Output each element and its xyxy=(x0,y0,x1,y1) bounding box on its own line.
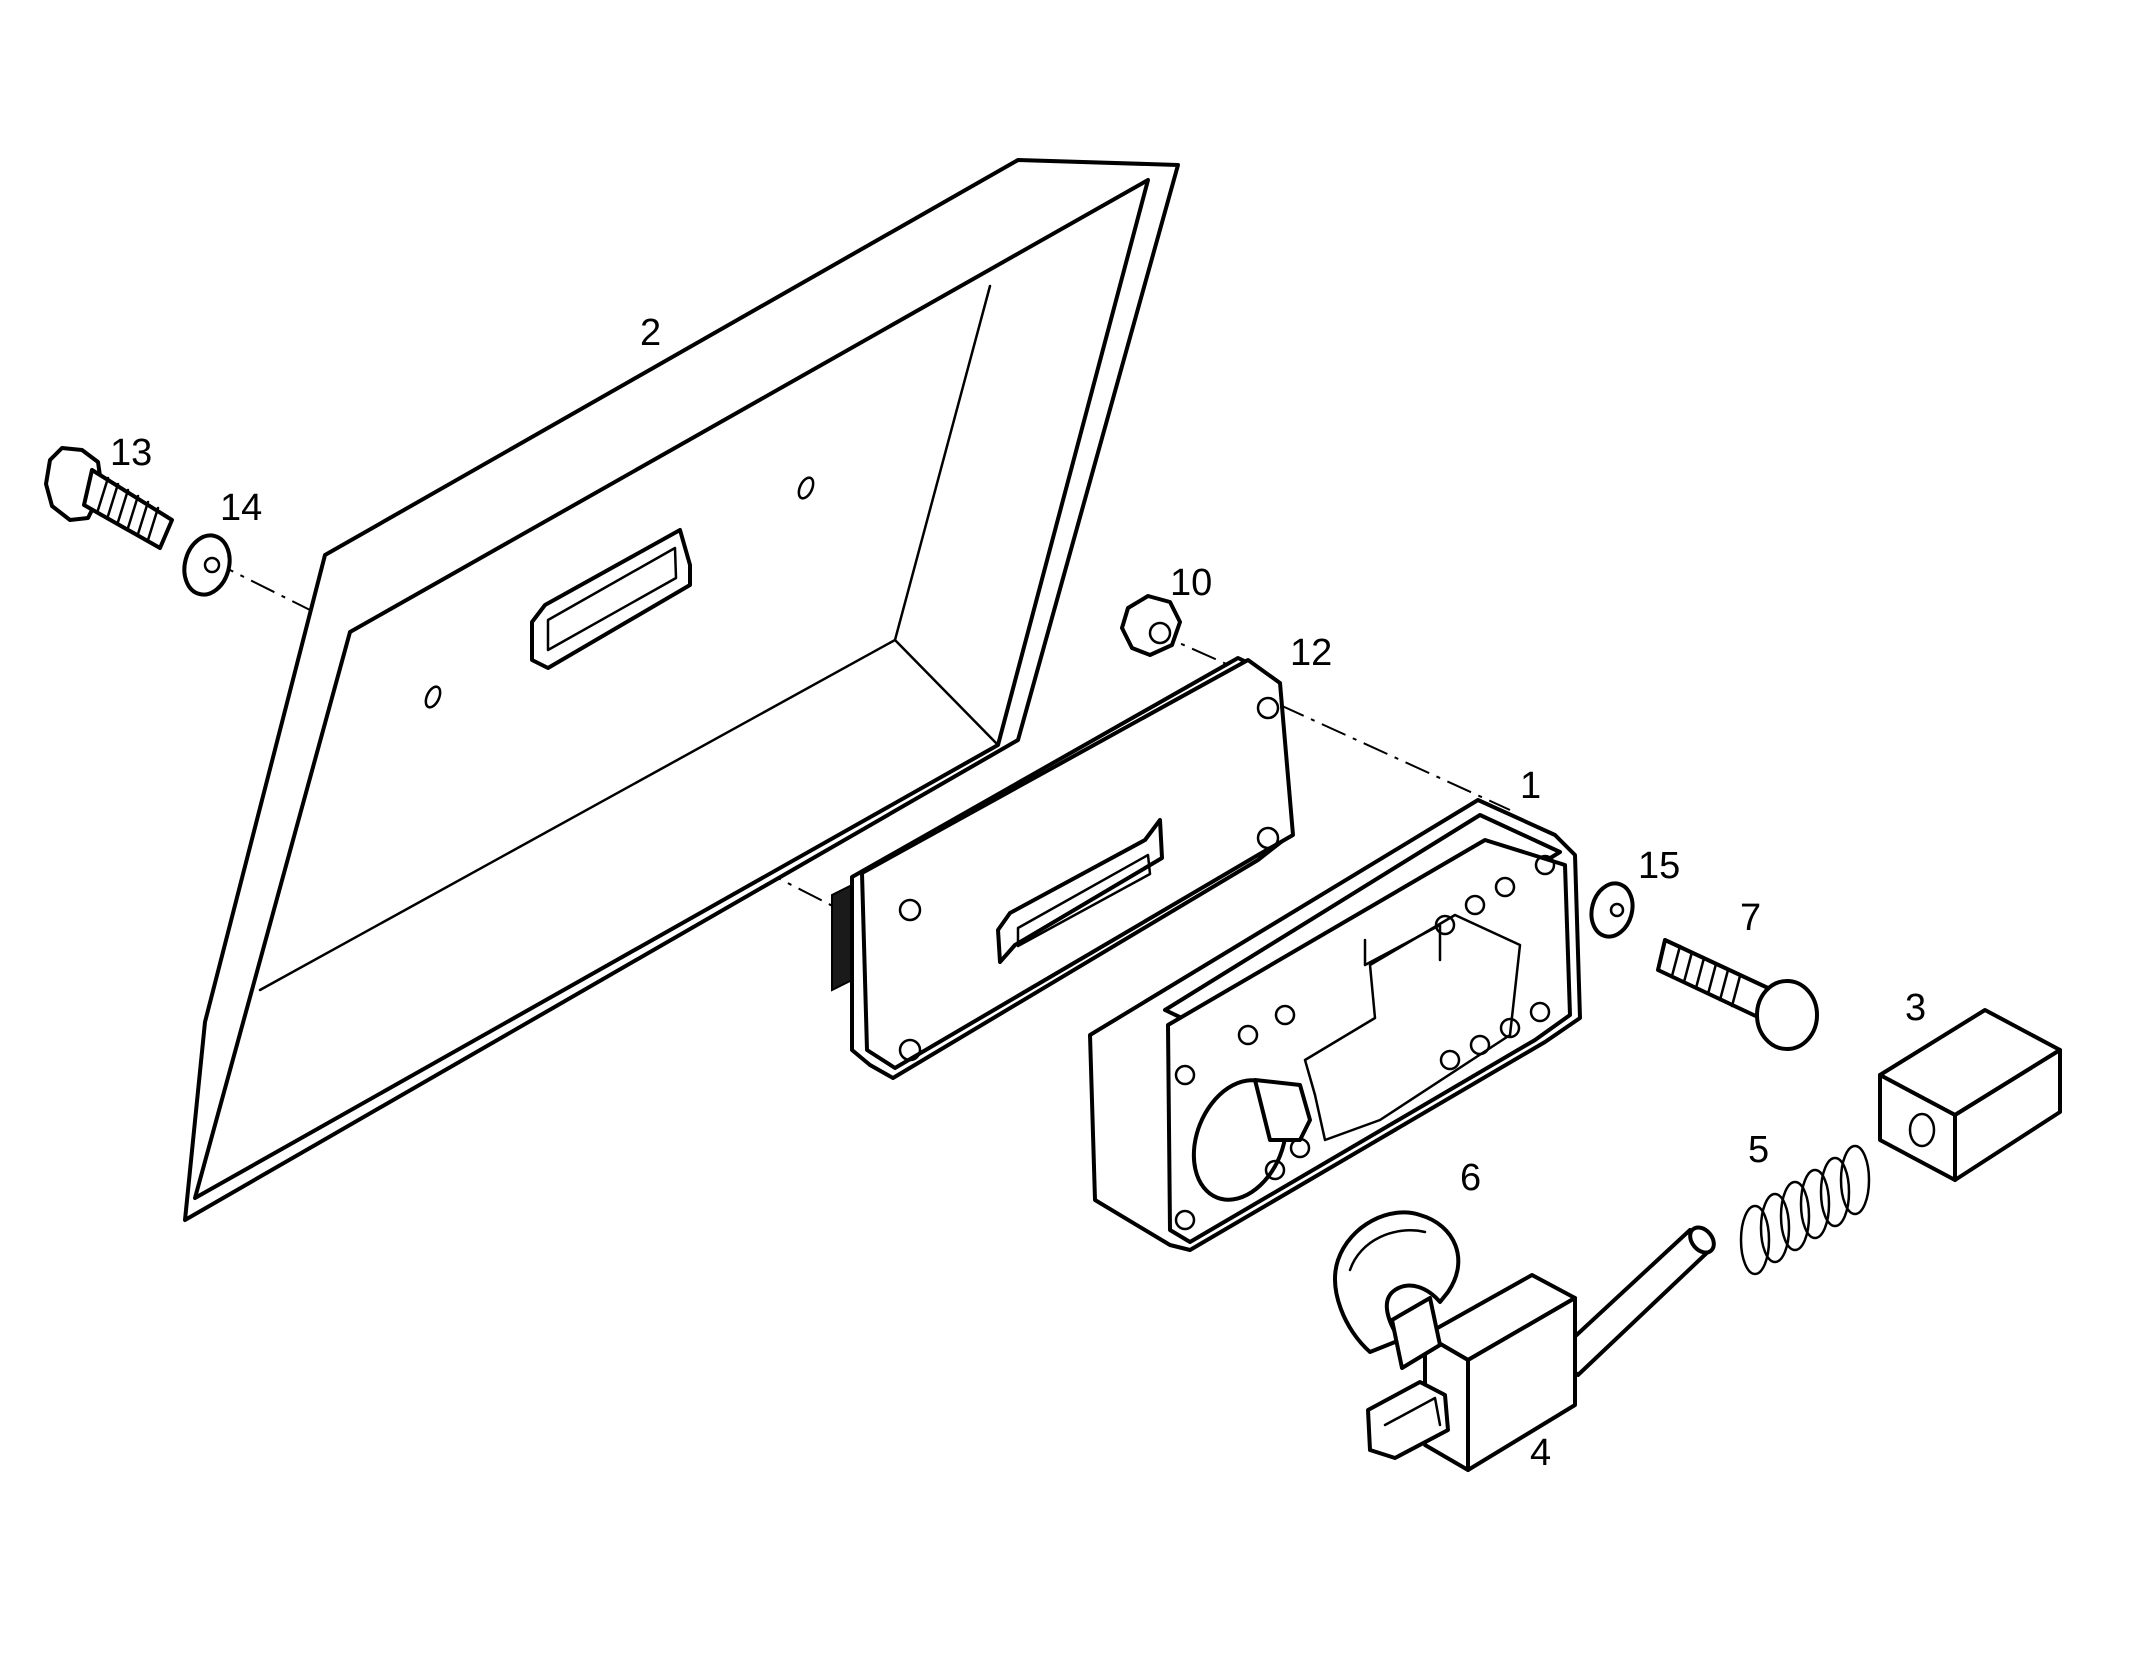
callout-12: 12 xyxy=(1290,632,1332,674)
housing-hole-14 xyxy=(1174,1209,1196,1231)
housing-hole-7 xyxy=(1534,854,1556,876)
slider-rod xyxy=(1553,1228,1714,1377)
slider-rod-end xyxy=(1688,1225,1716,1255)
washer-14-outer xyxy=(182,533,232,597)
part-5-spring xyxy=(1739,1144,1871,1276)
part-13-cap-screw xyxy=(44,446,174,550)
callout-2: 2 xyxy=(640,312,661,354)
housing-bore-tab xyxy=(1253,1078,1312,1142)
part-4-slider xyxy=(1366,1225,1716,1472)
plate-hole-tr xyxy=(1256,696,1280,720)
spring-coil-1 xyxy=(1739,1204,1771,1276)
housing-hole-8 xyxy=(1439,1049,1461,1071)
slider-block-side xyxy=(1466,1296,1577,1472)
cover-inner-face xyxy=(193,178,1150,1200)
part-6-latch-hook xyxy=(1333,1210,1461,1354)
part-1-housing-block xyxy=(1088,798,1582,1252)
nut-bore xyxy=(1148,621,1172,645)
part-10-nut xyxy=(1120,594,1182,657)
part-14-washer xyxy=(182,533,232,597)
plate-hole-tl xyxy=(898,898,922,922)
callout-7: 7 xyxy=(1740,897,1761,939)
spring-coil-2 xyxy=(1759,1192,1791,1264)
callout-6: 6 xyxy=(1460,1157,1481,1199)
housing-hole-11 xyxy=(1529,1001,1551,1023)
slider-tip-edge xyxy=(1383,1396,1442,1427)
housing-hole-9 xyxy=(1469,1034,1491,1056)
housing-hole-5 xyxy=(1464,894,1486,916)
housing-pocket-step xyxy=(1363,923,1442,967)
spring-coil-6 xyxy=(1839,1144,1871,1216)
plate-hole-bl xyxy=(898,1038,922,1062)
plate-slot-inner xyxy=(1016,853,1152,948)
screw-13-thread-lines xyxy=(96,476,160,542)
axis-line-plate xyxy=(1279,704,1511,811)
block-3-side xyxy=(1953,1048,2062,1182)
cover-hole-upper xyxy=(797,476,815,500)
latch-hook-edge xyxy=(1348,1229,1427,1272)
spring-coil-5 xyxy=(1819,1156,1851,1228)
cover-slot-inner xyxy=(546,546,678,652)
housing-hole-6 xyxy=(1494,876,1516,898)
screw-13-thread xyxy=(82,468,174,550)
part-2-cover-panel xyxy=(183,158,1180,1222)
housing-hole-1 xyxy=(1174,1064,1196,1086)
callout-13: 13 xyxy=(110,432,152,474)
slider-collar xyxy=(1390,1296,1442,1370)
washer-14-hole xyxy=(203,556,221,574)
part-3-block xyxy=(1878,1008,2062,1182)
callout-10: 10 xyxy=(1170,562,1212,604)
part-12-gasket-plate xyxy=(831,656,1295,1080)
housing-hole-12 xyxy=(1289,1137,1311,1159)
spring-coil-3 xyxy=(1779,1180,1811,1252)
callout-5: 5 xyxy=(1748,1129,1769,1171)
nut-body xyxy=(1120,594,1182,657)
callout-3: 3 xyxy=(1905,987,1926,1029)
housing-hole-10 xyxy=(1499,1017,1521,1039)
bolt-7-head xyxy=(1755,979,1819,1051)
plate-slot xyxy=(996,818,1164,964)
part-15-washer xyxy=(1589,881,1635,939)
callout-15: 15 xyxy=(1638,845,1680,887)
cover-inner-edge xyxy=(893,638,1000,747)
bolt-7-thread-lines xyxy=(1670,944,1742,1008)
spring-coil-4 xyxy=(1799,1168,1831,1240)
housing-hole-13 xyxy=(1264,1159,1286,1181)
callout-4: 4 xyxy=(1530,1432,1551,1474)
callout-1: 1 xyxy=(1520,765,1541,807)
part-7-bolt xyxy=(1656,938,1819,1051)
plate-hole-br xyxy=(1256,826,1280,850)
housing-pocket xyxy=(1303,913,1522,1142)
housing-hole-2 xyxy=(1237,1024,1259,1046)
cover-slot xyxy=(530,528,692,670)
cover-hole-left xyxy=(424,685,442,709)
housing-hole-4 xyxy=(1434,914,1456,936)
callout-labels: 1 2 3 4 5 6 7 10 12 13 14 15 xyxy=(110,312,1926,1474)
callout-14: 14 xyxy=(220,487,262,529)
housing-hole-3 xyxy=(1274,1004,1296,1026)
block-3-hole xyxy=(1908,1112,1936,1148)
washer-15-hole xyxy=(1609,902,1625,918)
